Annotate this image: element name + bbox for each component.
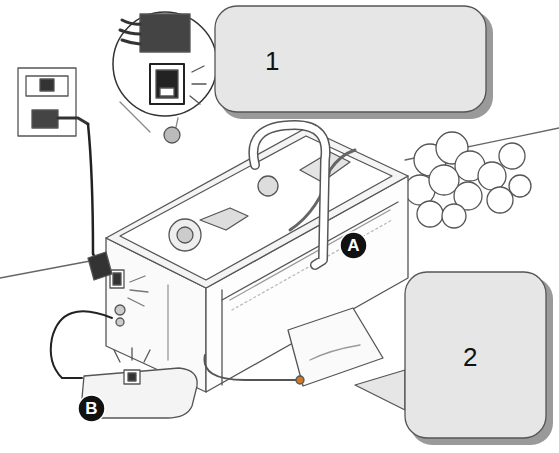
callout-bubble: 1 [215, 6, 490, 116]
bubble-body [405, 272, 546, 438]
callout-letter: B [85, 399, 97, 419]
callout-disc [340, 232, 367, 259]
fluid-tube [205, 355, 298, 380]
zoom-target [164, 127, 180, 143]
power-plug [88, 252, 112, 280]
power-cable [88, 124, 101, 266]
callout-bubble: 2 [405, 272, 550, 442]
callout-shape [215, 6, 490, 116]
callout-disc [78, 395, 105, 422]
callout-number: 2 [463, 342, 477, 373]
callout-letter: A [347, 236, 359, 256]
callout-tail [355, 370, 405, 410]
remote-cable [51, 311, 112, 378]
zoom-inset [113, 12, 217, 116]
callout-letter: A [340, 232, 367, 259]
fluid-bag [288, 308, 383, 386]
wall-socket [18, 68, 88, 136]
callout-letter: B [78, 395, 105, 422]
callout-shape [405, 272, 550, 442]
callout-number: 1 [265, 46, 279, 77]
machine-body [106, 125, 408, 392]
bubble-body [215, 6, 486, 112]
fog-cloud [405, 132, 531, 228]
